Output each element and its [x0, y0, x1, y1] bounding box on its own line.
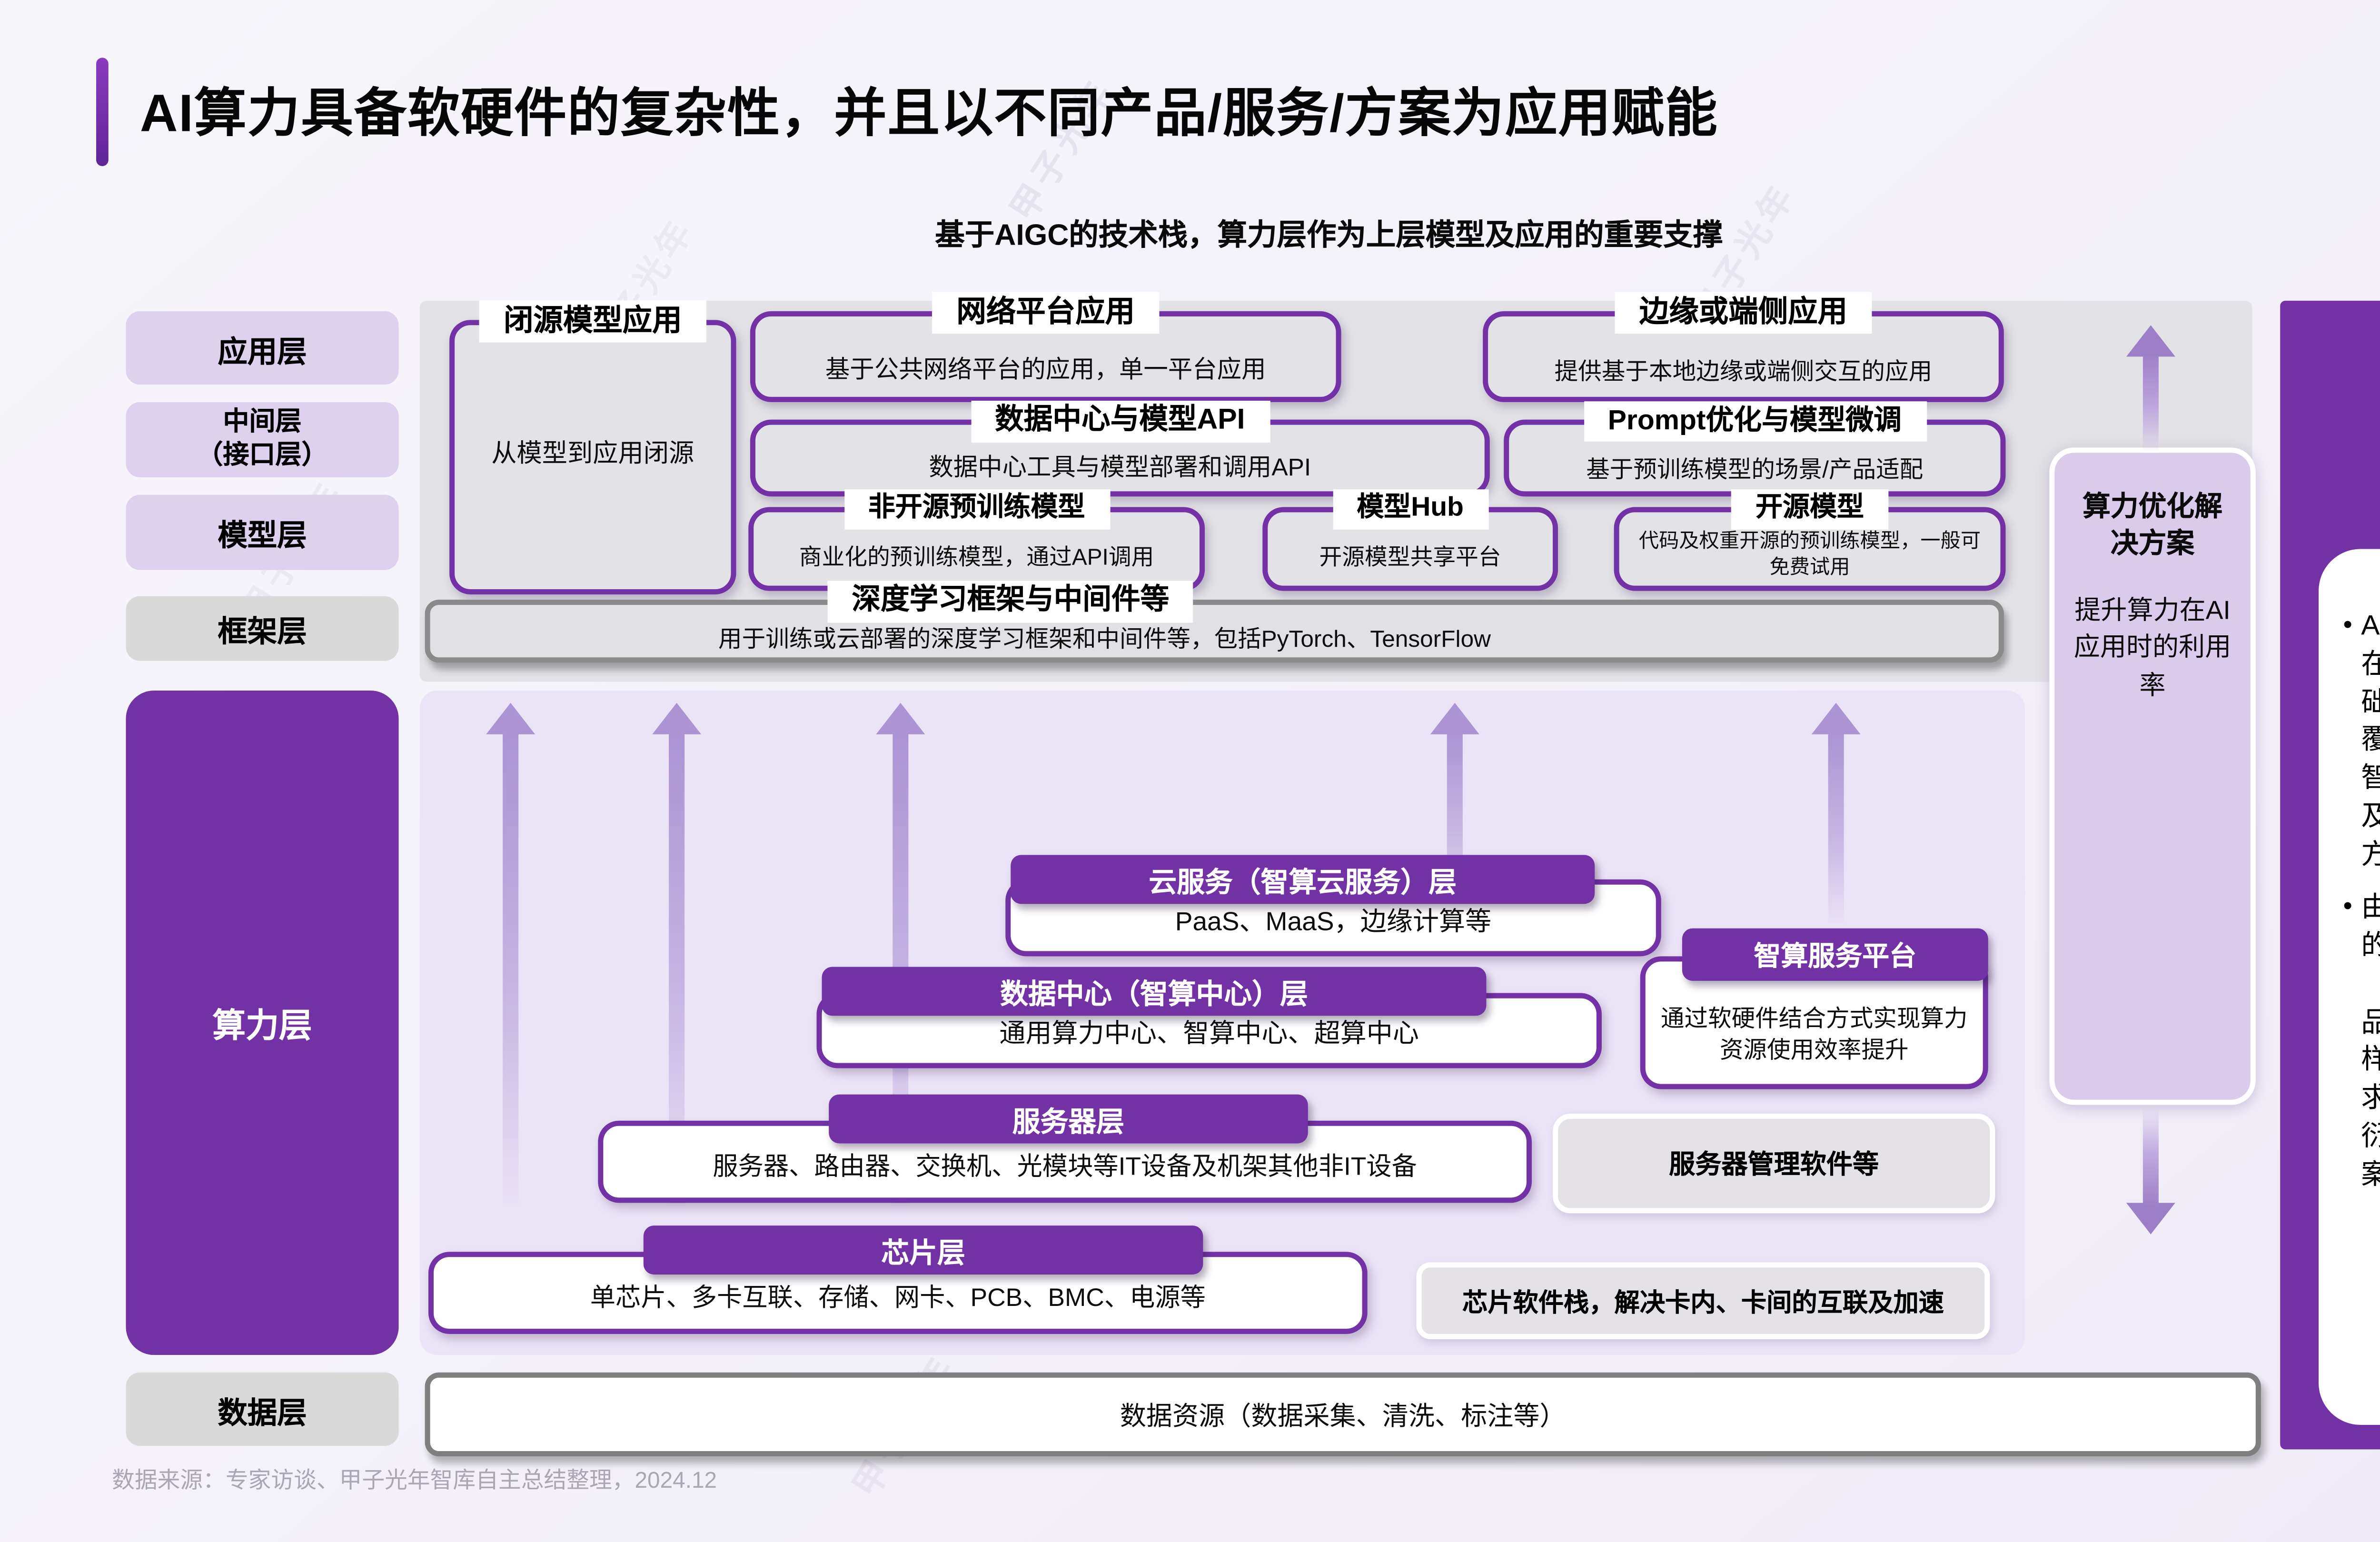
box-desc: 开源模型共享平台: [1319, 544, 1501, 570]
insight-card: AI 算力仍旧是建设在过往的算力架构基础上，市场概念可以覆盖芯片、服务器、智算中…: [2319, 549, 2380, 1425]
layer-label-framework: 框架层: [126, 596, 399, 661]
box-desc: 基于预训练模型的场景/产品适配: [1586, 456, 1924, 483]
box-desc: 单芯片、多卡互联、存储、网卡、PCB、BMC、电源等: [590, 1285, 1206, 1313]
page-subtitle: 基于AIGC的技术栈，算力层作为上层模型及应用的重要支撑: [935, 218, 1723, 252]
box-desc: 商业化的预训练模型，通过API调用: [799, 544, 1154, 570]
layer-label-data: 数据层: [126, 1372, 399, 1446]
box-label: 服务器管理软件等: [1669, 1150, 1879, 1180]
box-chip-software-stack: 芯片软件栈，解决卡内、卡间的互联及加速: [1416, 1262, 1990, 1339]
box-dl-framework: 深度学习框架与中间件等 用于训练或云部署的深度学习框架和中间件等，包括PyTor…: [425, 581, 2004, 663]
layer-label-application: 应用层: [126, 311, 399, 385]
box-label: 数据资源（数据采集、清洗、标注等）: [1120, 1401, 1566, 1431]
box-closed-pretrained-model: 非开源预训练模型 商业化的预训练模型，通过API调用: [748, 489, 1205, 591]
box-desc: PaaS、MaaS，边缘计算等: [1175, 907, 1492, 937]
page-title: AI算力具备软硬件的复杂性，并且以不同产品/服务/方案为应用赋能: [139, 86, 1718, 144]
layer-label-text: 框架层: [218, 615, 307, 649]
box-title: 网络平台应用: [932, 291, 1160, 335]
box-prompt-tuning: Prompt优化与模型微调 基于预训练模型的场景/产品适配: [1504, 401, 2006, 497]
banner-title: 服务器层: [1012, 1108, 1125, 1138]
banner-title: 智算服务平台: [1754, 942, 1917, 972]
box-title: 数据中心与模型API: [970, 400, 1269, 443]
box-desc: 用于训练或云部署的深度学习框架和中间件等，包括PyTorch、TensorFlo…: [718, 626, 1491, 652]
box-server-management-software: 服务器管理软件等: [1553, 1114, 1995, 1214]
box-title: 闭源模型应用: [479, 300, 707, 343]
layer-label-compute: 算力层: [126, 691, 399, 1355]
box-desc: 服务器、路由器、交换机、光模块等IT设备及机架其他非IT设备: [713, 1154, 1417, 1182]
box-desc: 从模型到应用闭源: [491, 440, 694, 469]
banner-datacenter-layer: 数据中心（智算中心）层: [822, 967, 1487, 1016]
box-desc: 基于公共网络平台的应用，单一平台应用: [825, 355, 1266, 383]
banner-title: 数据中心（智算中心）层: [1000, 980, 1308, 1011]
box-desc: 数据中心工具与模型部署和调用API: [929, 453, 1311, 481]
box-title: 边缘或端侧应用: [1615, 291, 1872, 335]
layer-label-subtext: （接口层）: [197, 439, 328, 470]
box-open-source-model: 开源模型 代码及权重开源的预训练模型，一般可免费试用: [1614, 489, 2006, 591]
box-data-resources: 数据资源（数据采集、清洗、标注等）: [425, 1372, 2261, 1457]
box-compute-optimization: 算力优化解决方案 提升算力在AI应用时的利用率: [2049, 447, 2256, 1105]
banner-ai-platform: 智算服务平台: [1682, 928, 1988, 981]
box-desc: 通用算力中心、智算中心、超算中心: [999, 1019, 1419, 1049]
box-datacenter-model-api: 数据中心与模型API 数据中心工具与模型部署和调用API: [750, 400, 1490, 497]
box-web-platform-app: 网络平台应用 基于公共网络平台的应用，单一平台应用: [750, 291, 1341, 402]
box-desc: 提升算力在AI应用时的利用率: [2073, 595, 2231, 702]
layer-label-text: 中间层: [223, 407, 302, 437]
box-title: 算力优化解决方案: [2082, 493, 2223, 559]
layer-label-text: 算力层: [212, 1008, 312, 1045]
layer-label-text: 模型层: [218, 519, 307, 553]
box-label: 芯片软件栈，解决卡内、卡间的互联及加速: [1462, 1289, 1944, 1317]
box-title: 非开源预训练模型: [843, 489, 1110, 529]
box-title: 模型Hub: [1332, 489, 1488, 529]
up-arrow-icon: [1810, 702, 1862, 923]
banner-chip-layer: 芯片层: [643, 1226, 1203, 1275]
box-desc: 通过软硬件结合方式实现算力资源使用效率提升: [1660, 1005, 1968, 1063]
up-arrow-icon: [2124, 325, 2177, 451]
bullet-text: AI 算力仍旧是建设在过往的算力架构基础上，市场概念可以覆盖芯片、服务器、智算中…: [2361, 612, 2380, 870]
banner-title: 芯片层: [881, 1239, 965, 1269]
data-source-note: 数据来源：专家访谈、甲子光年智库自主总结整理，2024.12: [112, 1467, 717, 1493]
box-title: 开源模型: [1731, 489, 1889, 529]
layer-label-text: 数据层: [218, 1396, 307, 1430]
box-title: Prompt优化与模型微调: [1583, 401, 1926, 442]
box-title: 深度学习框架与中间件等: [827, 581, 1194, 623]
box-desc: 代码及权重开源的预训练模型，一般可免费试用: [1638, 532, 1981, 578]
banner-cloud-service-layer: 云服务（智算云服务）层: [1011, 855, 1595, 904]
title-accent-bar: [96, 58, 109, 166]
banner-title: 云服务（智算云服务）层: [1149, 869, 1457, 899]
insight-bullet: 由于构建AI算力底层的硬件产品的复杂性（计算芯片、存储产品的架构、方案等多样性）…: [2340, 890, 2380, 1195]
up-arrow-icon: [485, 702, 537, 1206]
bullet-text: 由于构建AI算力底层的硬件产品的复杂性（计算芯片、存储产品的架构、方案等多样性）…: [2361, 890, 2380, 1195]
box-desc: 提供基于本地边缘或端侧交互的应用: [1554, 358, 1933, 385]
insight-bullet: AI 算力仍旧是建设在过往的算力架构基础上，市场概念可以覆盖芯片、服务器、智算中…: [2340, 608, 2380, 874]
layer-label-text: 应用层: [218, 335, 307, 368]
box-edge-app: 边缘或端侧应用 提供基于本地边缘或端侧交互的应用: [1483, 291, 2004, 402]
layer-label-model: 模型层: [126, 494, 399, 570]
down-arrow-icon: [2124, 1108, 2177, 1235]
layer-label-middleware: 中间层 （接口层）: [126, 402, 399, 477]
box-model-hub: 模型Hub 开源模型共享平台: [1262, 489, 1558, 591]
banner-server-layer: 服务器层: [829, 1094, 1308, 1144]
box-closed-model-app: 闭源模型应用 从模型到应用闭源: [449, 300, 736, 594]
